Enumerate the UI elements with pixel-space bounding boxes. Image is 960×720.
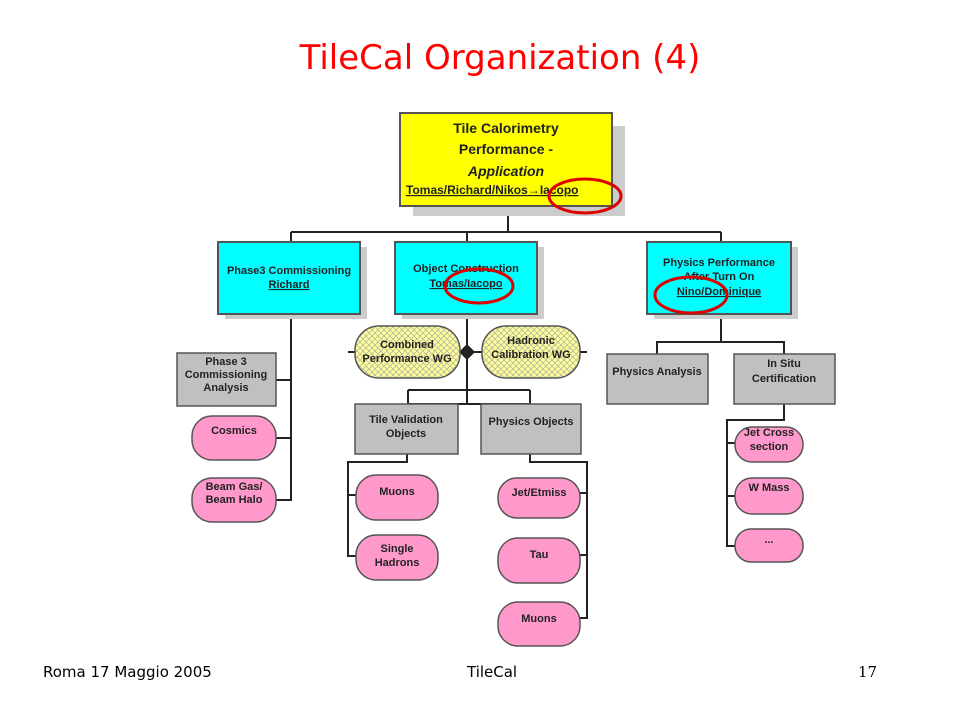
muons1-label: Muons	[379, 486, 414, 498]
top-box-line3: Application	[467, 163, 544, 179]
hadronic-line1: Hadronic	[507, 335, 555, 347]
jetcross-line1: Jet Cross	[744, 427, 794, 439]
highlight-tomas-iacopo	[443, 267, 515, 305]
tilevalid-line2: Objects	[386, 428, 426, 440]
physics-perf-line1: Physics Performance	[663, 257, 775, 269]
box-physics-performance: Physics Performance After Turn On Nino/D…	[646, 241, 798, 319]
highlight-nino-dominique	[653, 275, 729, 315]
box-tile-validation-objects: Tile Validation Objects	[354, 403, 459, 455]
muons2-label: Muons	[521, 613, 556, 625]
cosmics-label: Cosmics	[211, 425, 257, 437]
tilevalid-line1: Tile Validation	[369, 414, 443, 426]
highlight-circles	[443, 177, 729, 315]
physanal-label: Physics Analysis	[612, 366, 701, 378]
highlight-iacopo	[547, 177, 623, 215]
object-lead: Tomas/Iacopo	[429, 278, 502, 290]
box-hadronic-calibration-wg: Hadronic Calibration WG	[481, 325, 581, 379]
p3ca-line3: Analysis	[203, 382, 248, 394]
physics-perf-lead: Nino/Dominique	[677, 286, 761, 298]
pill-muons-tile: Muons	[355, 474, 439, 521]
phase3-title: Phase3 Commissioning	[227, 265, 351, 277]
box-phase3-commissioning-analysis: Phase 3 Commissioning Analysis	[176, 352, 277, 407]
single-line2: Hadrons	[375, 557, 420, 569]
box-physics-analysis: Physics Analysis	[606, 353, 709, 405]
physics-perf-line2: After Turn On	[684, 271, 755, 283]
physobj-label: Physics Objects	[489, 416, 574, 428]
single-line1: Single	[380, 543, 413, 555]
box-combined-performance-wg: Combined Performance WG	[354, 325, 461, 379]
pill-ellipsis: ...	[734, 528, 804, 563]
top-box-line2: Performance -	[459, 141, 553, 157]
box-object-construction: Object Construction Tomas/Iacopo	[394, 241, 544, 319]
jetcross-line2: section	[750, 441, 789, 453]
box-in-situ-certification: In Situ Certification	[733, 353, 836, 405]
phase3-lead: Richard	[269, 279, 310, 291]
wmass-label: W Mass	[749, 482, 790, 494]
box-tile-calorimetry-performance: Tile Calorimetry Performance - Applicati…	[399, 112, 625, 216]
pill-jet-etmiss: Jet/Etmiss	[497, 477, 581, 519]
p3ca-line2: Commissioning	[185, 369, 268, 381]
slide-title: TileCal Organization (4)	[299, 38, 701, 78]
footer-date: Roma 17 Maggio 2005	[43, 663, 212, 681]
top-box-line1: Tile Calorimetry	[453, 120, 559, 136]
pill-w-mass: W Mass	[734, 477, 804, 515]
p3ca-line1: Phase 3	[205, 356, 247, 368]
insitu-line2: Certification	[752, 373, 816, 385]
pill-single-hadrons: Single Hadrons	[355, 534, 439, 581]
junction-diamond	[459, 344, 475, 360]
combined-line2: Performance WG	[362, 353, 451, 365]
hadronic-line2: Calibration WG	[491, 349, 570, 361]
pill-jet-cross-section: Jet Cross section	[734, 426, 804, 463]
box-phase3-commissioning: Phase3 Commissioning Richard	[217, 241, 367, 319]
beamgas-line2: Beam Halo	[206, 494, 263, 506]
pill-tau: Tau	[497, 537, 581, 584]
box-physics-objects: Physics Objects	[480, 403, 582, 455]
jet-label: Jet/Etmiss	[511, 487, 566, 499]
tau-label: Tau	[530, 549, 549, 561]
beamgas-line1: Beam Gas/	[206, 481, 263, 493]
dots-label: ...	[764, 534, 773, 546]
pill-cosmics: Cosmics	[191, 415, 277, 461]
pill-muons-physics: Muons	[497, 601, 581, 647]
combined-line1: Combined	[380, 339, 434, 351]
page-number: 17	[858, 663, 878, 681]
footer-title: TileCal	[467, 663, 518, 681]
insitu-line1: In Situ	[767, 358, 801, 370]
pill-beam-gas-halo: Beam Gas/ Beam Halo	[191, 477, 277, 523]
